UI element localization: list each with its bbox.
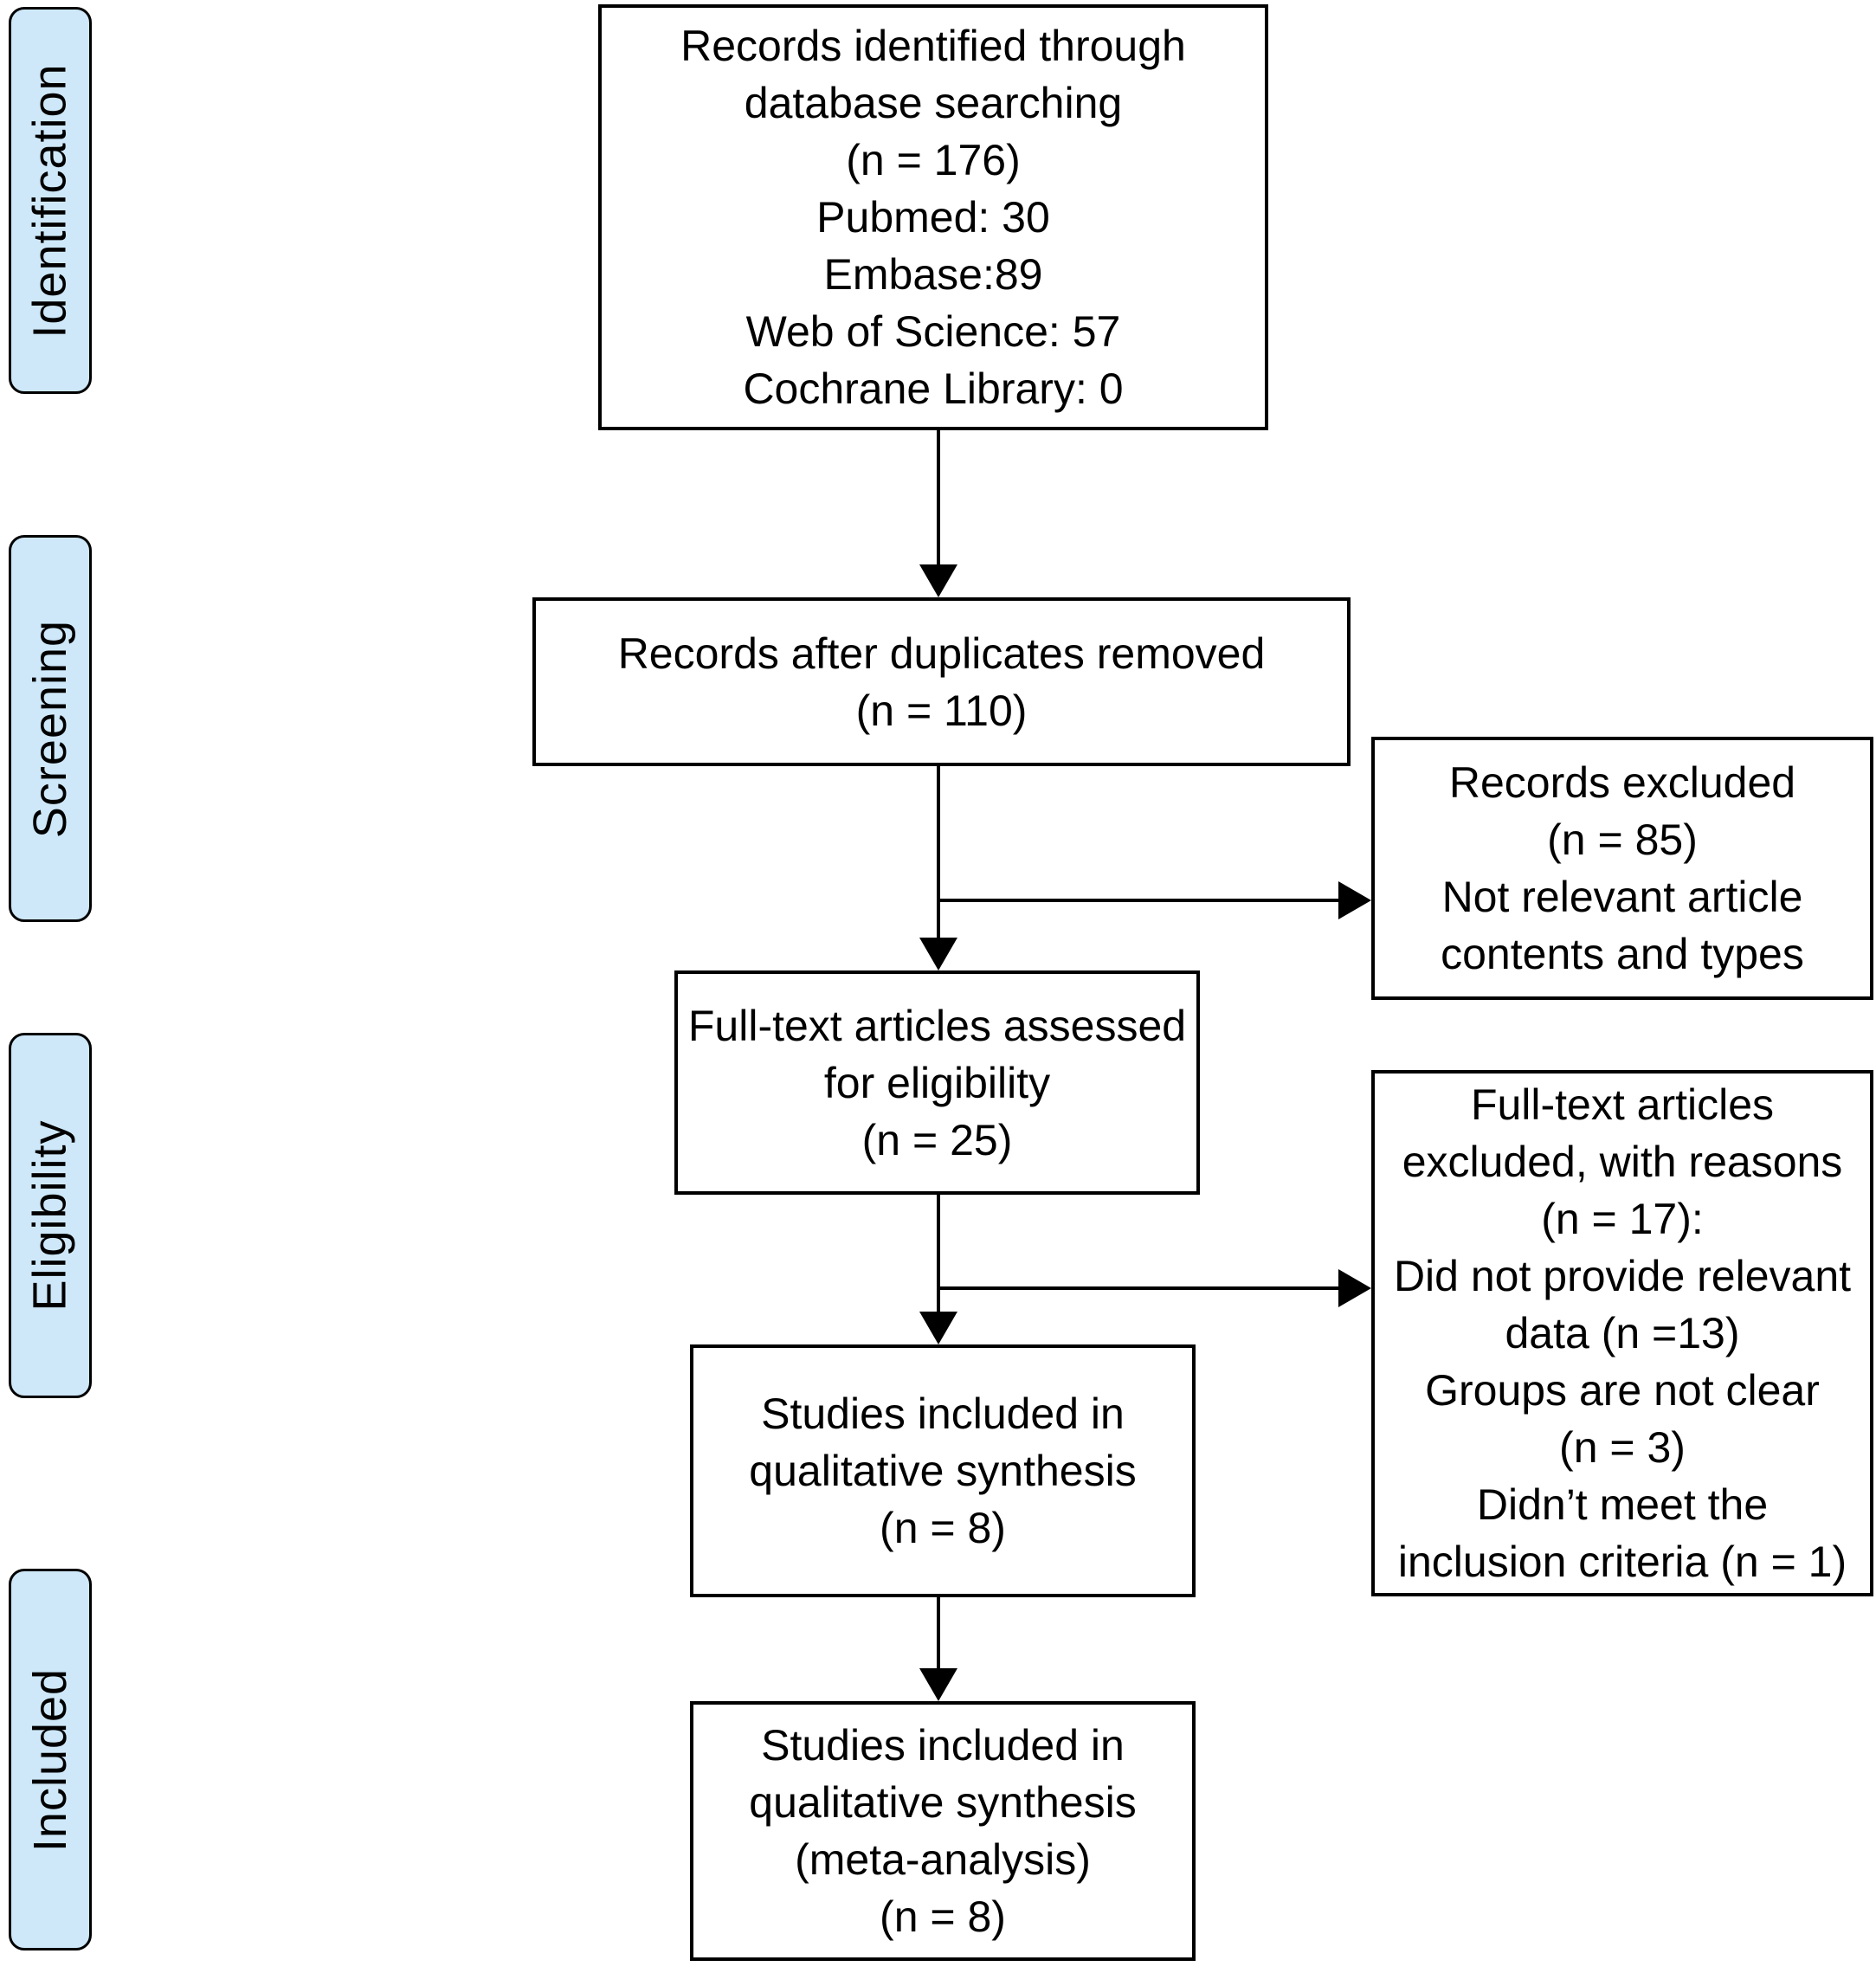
arrowhead-down-icon: [919, 1312, 957, 1344]
box-line: qualitative synthesis: [749, 1778, 1137, 1827]
box-line: Records after duplicates removed: [617, 629, 1266, 678]
connector-line: [937, 766, 940, 939]
box-line: Studies included in: [761, 1721, 1125, 1770]
box-line: for eligibility: [823, 1058, 1051, 1107]
box-qualitative-synthesis: Studies included in qualitative synthesi…: [690, 1344, 1196, 1597]
box-line: (n = 8): [880, 1892, 1006, 1941]
stage-label-identification: Identification: [9, 7, 92, 394]
box-fulltext-excluded: Full-text articles excluded, with reason…: [1371, 1070, 1873, 1596]
box-fulltext-assessed: Full-text articles assessed for eligibil…: [674, 970, 1200, 1195]
box-line: Records excluded: [1448, 758, 1796, 807]
arrowhead-right-icon: [1338, 881, 1371, 919]
box-line: (n = 25): [861, 1115, 1013, 1164]
stage-label-text: Identification: [24, 62, 77, 339]
box-line: data (n =13): [1505, 1309, 1740, 1357]
box-line: Studies included in: [761, 1389, 1125, 1438]
box-line: (n = 176): [846, 136, 1021, 184]
box-line: Web of Science: 57: [745, 307, 1121, 356]
box-line: (n = 85): [1547, 816, 1698, 864]
box-line: Didn’t meet the: [1476, 1480, 1769, 1529]
box-line: Pubmed: 30: [816, 193, 1050, 242]
box-line: (n = 3): [1559, 1423, 1686, 1472]
box-line: (meta-analysis): [795, 1835, 1091, 1884]
connector-line: [937, 1597, 940, 1670]
connector-line: [937, 899, 1340, 902]
connector-line: [937, 1286, 1340, 1290]
arrowhead-down-icon: [919, 938, 957, 970]
connector-line: [937, 430, 940, 566]
arrowhead-down-icon: [919, 564, 957, 597]
box-line: database searching: [744, 79, 1123, 127]
box-line: Full-text articles assessed: [687, 1001, 1187, 1050]
box-line: excluded, with reasons: [1402, 1138, 1843, 1186]
box-line: (n = 17):: [1541, 1195, 1704, 1243]
box-line: Did not provide relevant: [1393, 1252, 1852, 1300]
stage-label-eligibility: Eligibility: [9, 1033, 92, 1398]
box-records-excluded: Records excluded (n = 85) Not relevant a…: [1371, 737, 1873, 1000]
arrowhead-right-icon: [1338, 1269, 1371, 1307]
stage-label-text: Included: [24, 1667, 77, 1852]
stage-label-included: Included: [9, 1569, 92, 1950]
box-line: inclusion criteria (n = 1): [1397, 1538, 1847, 1586]
box-meta-analysis: Studies included in qualitative synthesi…: [690, 1701, 1196, 1961]
box-line: Embase:89: [823, 250, 1043, 299]
box-line: Records identified through: [680, 22, 1186, 70]
connector-line: [937, 1195, 940, 1313]
box-line: Full-text articles: [1470, 1080, 1775, 1129]
box-line: Groups are not clear: [1425, 1366, 1820, 1415]
stage-label-text: Screening: [24, 619, 77, 838]
stage-label-text: Eligibility: [24, 1119, 77, 1312]
box-line: (n = 8): [880, 1504, 1006, 1552]
arrowhead-down-icon: [919, 1668, 957, 1701]
box-line: Cochrane Library: 0: [743, 364, 1124, 413]
box-line: (n = 110): [855, 686, 1028, 735]
box-records-identified: Records identified through database sear…: [598, 4, 1268, 430]
box-duplicates-removed: Records after duplicates removed (n = 11…: [532, 597, 1351, 766]
box-line: Not relevant article: [1441, 873, 1803, 921]
stage-label-screening: Screening: [9, 535, 92, 922]
box-line: qualitative synthesis: [749, 1447, 1137, 1495]
box-line: contents and types: [1441, 930, 1804, 978]
